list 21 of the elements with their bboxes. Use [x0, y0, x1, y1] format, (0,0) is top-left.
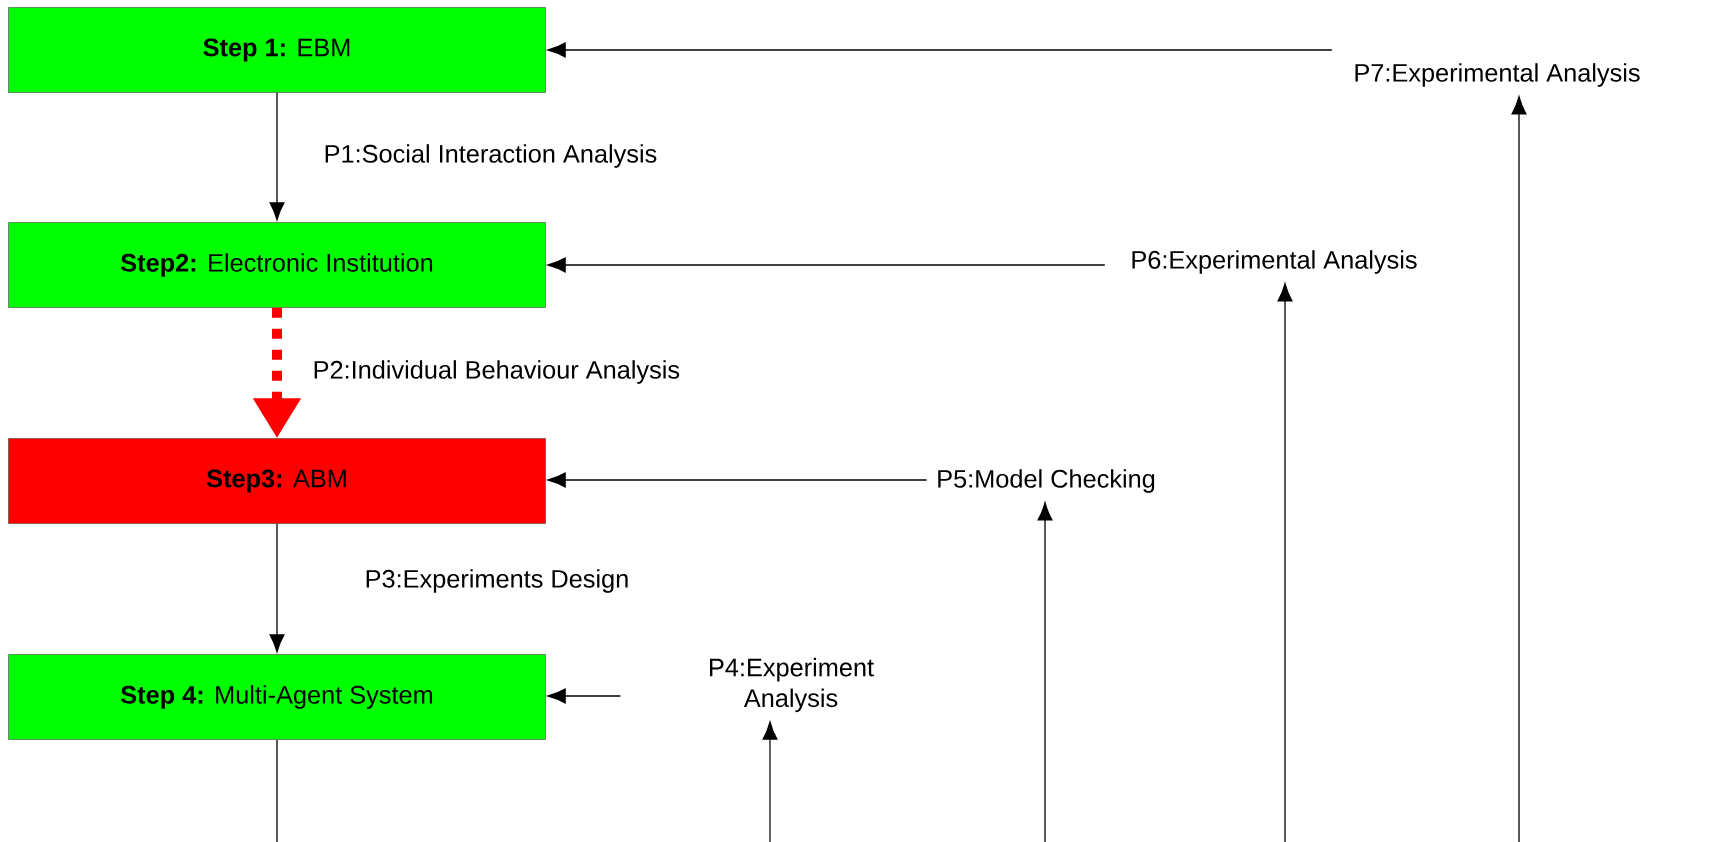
text-label: P5:Model Checking	[938, 469, 1155, 493]
text-label: P6:Experimental Analysis	[1132, 250, 1417, 274]
edge-label: P1:Social Interaction Analysis	[322, 142, 659, 170]
arrow	[1277, 283, 1293, 842]
text-label: P7:Experimental Analysis	[1355, 63, 1640, 87]
edge-label: P3:Experiments Design	[363, 567, 631, 595]
arrow	[547, 472, 928, 488]
step-box: Step3: ABM	[8, 438, 546, 524]
arrow	[269, 92, 285, 221]
step-box: Step 4: Multi-Agent System	[8, 654, 546, 740]
arrow	[1511, 96, 1527, 842]
step-box: Step 1: EBM	[8, 7, 546, 93]
arrow	[1037, 502, 1053, 842]
edge-label: P2:Individual Behaviour Analysis	[311, 358, 682, 386]
step-box: Step2: Electronic Institution	[8, 222, 546, 308]
arrow	[547, 42, 1333, 58]
arrow	[269, 523, 285, 653]
text-label: P4:Experiment Analysis	[710, 657, 874, 713]
arrow	[762, 721, 778, 842]
arrow	[547, 688, 622, 704]
arrow	[547, 257, 1106, 273]
